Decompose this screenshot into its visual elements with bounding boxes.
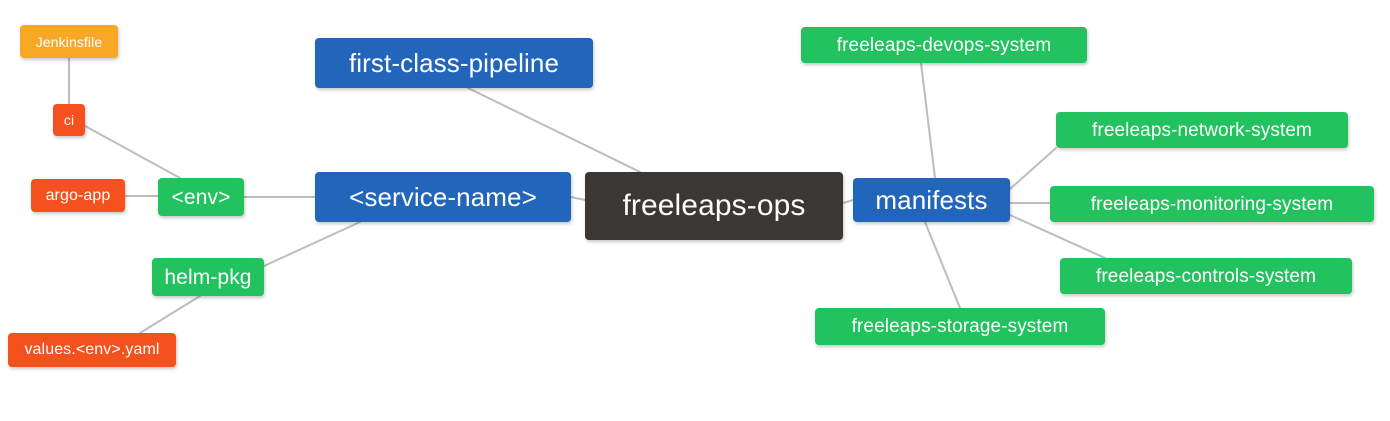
edge-helm-pkg-to-values-env-yaml: [139, 295, 201, 334]
node-manifests[interactable]: manifests: [853, 178, 1010, 222]
node-label-manifests: manifests: [875, 185, 988, 215]
node-label-freeleaps-controls-system: freeleaps-controls-system: [1095, 265, 1317, 287]
edge-manifests-to-freeleaps-storage-system: [924, 221, 961, 309]
node-freeleaps-storage-system[interactable]: freeleaps-storage-system: [815, 308, 1105, 345]
node-label-jenkinsfile: Jenkinsfile: [35, 33, 103, 50]
node-label-ci: ci: [63, 112, 75, 128]
node-label-env: <env>: [171, 185, 231, 209]
node-label-values-env-yaml: values.<env>.yaml: [24, 341, 160, 358]
node-label-freeleaps-devops-system: freeleaps-devops-system: [836, 34, 1052, 56]
node-helm-pkg[interactable]: helm-pkg: [152, 258, 264, 296]
node-freeleaps-devops-system[interactable]: freeleaps-devops-system: [801, 27, 1087, 63]
edge-freeleaps-ops-to-first-class-pipeline: [467, 87, 641, 173]
edge-manifests-to-freeleaps-devops-system: [920, 62, 936, 179]
edge-manifests-to-freeleaps-network-system: [1009, 147, 1057, 190]
node-label-service-name: <service-name>: [349, 182, 537, 212]
edge-env-to-ci: [84, 125, 181, 179]
edge-freeleaps-ops-to-manifests: [842, 199, 854, 204]
node-label-freeleaps-ops: freeleaps-ops: [622, 189, 806, 222]
node-values-env-yaml[interactable]: values.<env>.yaml: [8, 333, 176, 367]
node-first-class-pipeline[interactable]: first-class-pipeline: [315, 38, 593, 88]
node-freeleaps-ops[interactable]: freeleaps-ops: [585, 172, 843, 240]
node-freeleaps-controls-system[interactable]: freeleaps-controls-system: [1060, 258, 1352, 294]
node-label-first-class-pipeline: first-class-pipeline: [348, 48, 560, 78]
edge-service-name-to-helm-pkg: [263, 221, 361, 267]
node-label-helm-pkg: helm-pkg: [164, 265, 252, 289]
node-ci[interactable]: ci: [53, 104, 85, 136]
node-freeleaps-network-system[interactable]: freeleaps-network-system: [1056, 112, 1348, 148]
node-argo-app[interactable]: argo-app: [31, 179, 125, 212]
node-freeleaps-monitoring-system[interactable]: freeleaps-monitoring-system: [1050, 186, 1374, 222]
node-label-freeleaps-network-system: freeleaps-network-system: [1092, 119, 1312, 141]
node-label-argo-app: argo-app: [45, 186, 111, 204]
node-jenkinsfile[interactable]: Jenkinsfile: [20, 25, 118, 58]
node-service-name[interactable]: <service-name>: [315, 172, 571, 222]
edge-freeleaps-ops-to-service-name: [570, 196, 586, 201]
node-label-freeleaps-storage-system: freeleaps-storage-system: [851, 316, 1069, 337]
node-label-freeleaps-monitoring-system: freeleaps-monitoring-system: [1090, 193, 1334, 215]
node-env[interactable]: <env>: [158, 178, 244, 216]
